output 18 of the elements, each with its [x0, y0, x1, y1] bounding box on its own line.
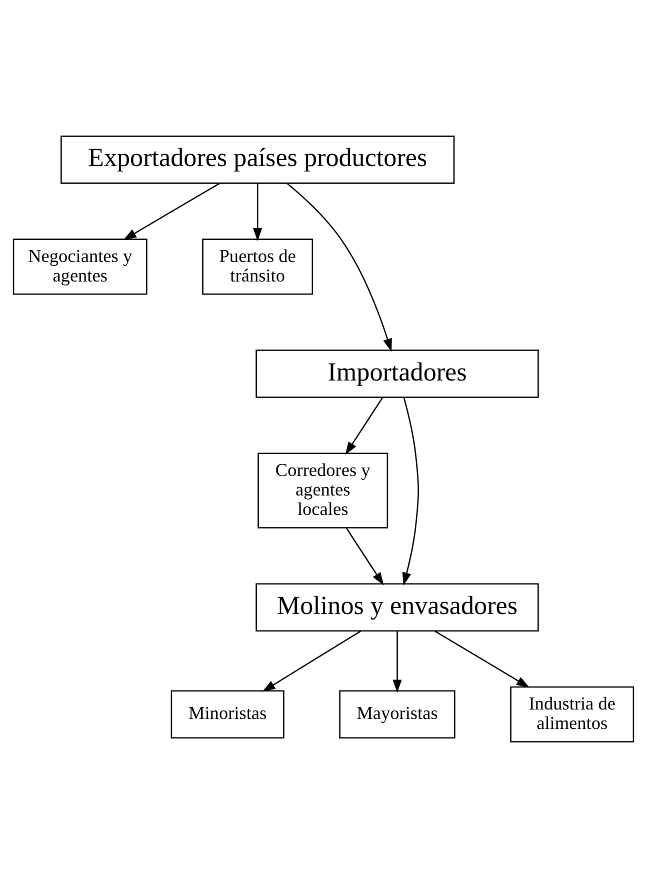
arrow — [345, 397, 384, 455]
arrow — [392, 631, 402, 693]
arrow — [434, 630, 530, 688]
node-box: Negociantes y agentes — [12, 238, 148, 295]
arrow — [286, 183, 392, 352]
node-box: Molinos y envasadores — [256, 583, 539, 632]
arrow — [123, 182, 220, 240]
node-box: Mayoristas — [339, 690, 456, 739]
arrow — [262, 630, 362, 692]
node-box: Exportadores países productores — [60, 136, 455, 184]
arrow — [402, 397, 419, 586]
node-box: Minoristas — [170, 690, 284, 739]
arrow — [346, 528, 384, 586]
arrow — [253, 184, 262, 242]
node-box: Importadores — [256, 350, 539, 398]
node-box: Corredores y agentes locales — [258, 452, 388, 528]
node-box: Puertos de tránsito — [202, 238, 314, 295]
node-box: Industria de alimentos — [510, 686, 634, 742]
